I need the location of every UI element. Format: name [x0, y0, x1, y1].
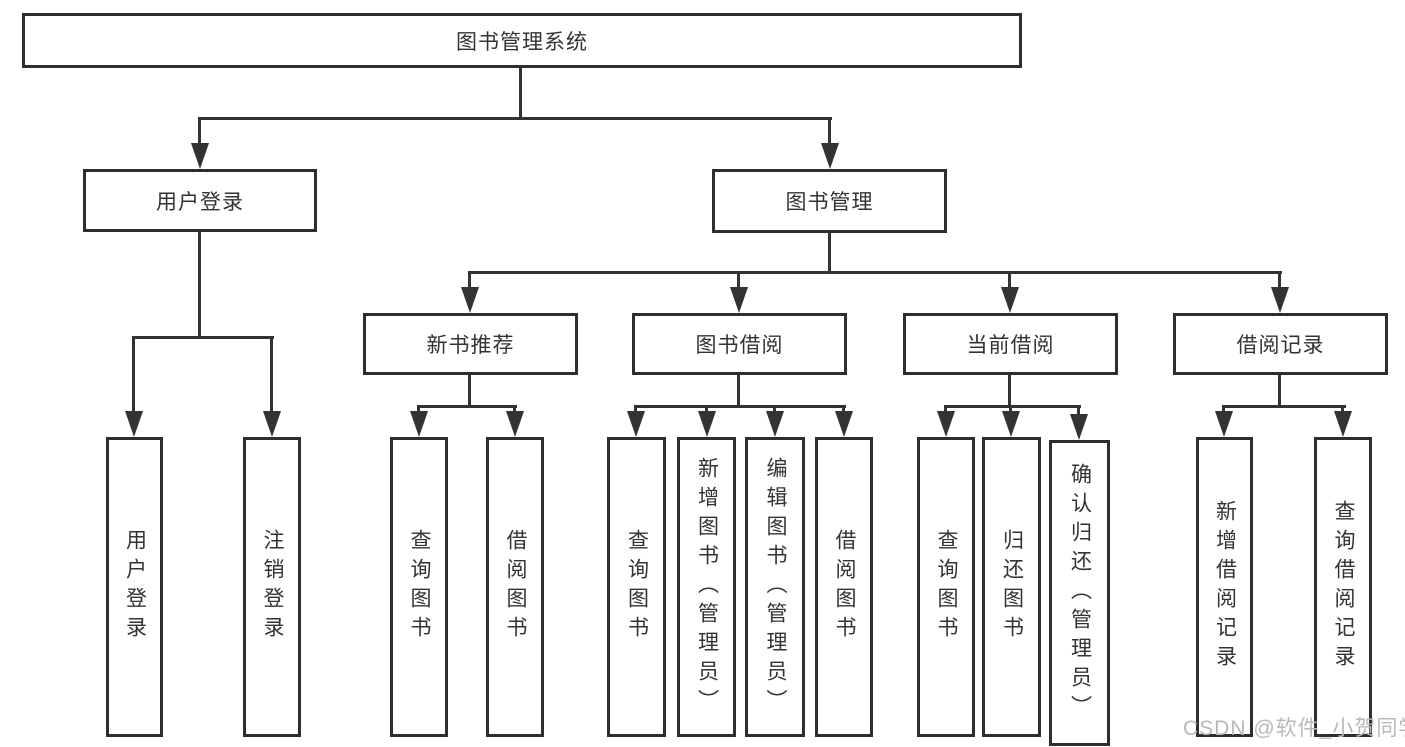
leaf-query-books-borrowing: 查询图书: [607, 437, 666, 737]
arrowhead: [937, 411, 955, 437]
connector-line: [468, 375, 471, 407]
leaf-return-books: 归还图书: [982, 437, 1041, 737]
node-book-borrowing: 图书借阅: [632, 313, 847, 375]
connector-line: [468, 271, 1282, 274]
leaf-query-books-recommend: 查询图书: [390, 437, 448, 737]
connector-line: [842, 405, 845, 415]
connector-line: [417, 405, 517, 408]
leaf-query-borrow-record: 查询借阅记录: [1314, 437, 1372, 737]
node-borrowing-records-label: 借阅记录: [1236, 334, 1325, 357]
arrowhead: [1001, 287, 1019, 313]
connector-line: [1278, 271, 1281, 291]
leaf-borrow-books-recommend-label: 借阅图书: [504, 529, 527, 645]
connector-line: [737, 375, 740, 407]
connector-line: [1008, 375, 1011, 407]
arrowhead: [730, 287, 748, 313]
connector-line: [1009, 405, 1012, 415]
arrowhead: [698, 411, 716, 437]
arrowhead: [410, 411, 428, 437]
connector-line: [944, 405, 947, 415]
node-borrowing-records: 借阅记录: [1173, 313, 1388, 375]
leaf-edit-books-admin-label: 编辑图书（管理员）: [764, 456, 787, 718]
node-book-management: 图书管理: [712, 169, 947, 233]
node-root: 图书管理系统: [22, 13, 1022, 68]
node-book-borrowing-label: 图书借阅: [695, 334, 784, 357]
connector-line: [1341, 405, 1344, 415]
leaf-user-login: 用户登录: [106, 437, 163, 737]
connector-line: [705, 405, 708, 415]
node-new-book-recommendation-label: 新书推荐: [426, 334, 515, 357]
connector-line: [1077, 405, 1080, 417]
arrowhead: [461, 287, 479, 313]
connector-line: [1008, 271, 1011, 291]
leaf-logout-label: 注销登录: [261, 529, 284, 645]
connector-line: [417, 405, 420, 415]
arrowhead: [1070, 414, 1088, 440]
node-current-borrowing: 当前借阅: [903, 313, 1118, 375]
leaf-query-borrow-record-label: 查询借阅记录: [1332, 500, 1355, 674]
leaf-add-books-admin: 新增图书（管理员）: [677, 437, 736, 737]
arrowhead: [506, 411, 524, 437]
connector-line: [132, 336, 135, 414]
node-new-book-recommendation: 新书推荐: [363, 313, 578, 375]
connector-line: [270, 336, 273, 414]
node-user-login-label: 用户登录: [156, 190, 244, 214]
connector-line: [132, 336, 274, 339]
connector-line: [634, 405, 846, 408]
arrowhead: [191, 143, 209, 169]
leaf-query-books-recommend-label: 查询图书: [408, 529, 431, 645]
arrowhead: [1271, 287, 1289, 313]
connector-line: [468, 271, 471, 291]
leaf-user-login-label: 用户登录: [123, 529, 147, 645]
watermark: CSDN @软件_小贺同学: [1183, 717, 1405, 740]
leaf-query-books-current-label: 查询图书: [935, 529, 958, 645]
leaf-query-books-current: 查询图书: [917, 437, 975, 737]
arrowhead: [1334, 411, 1352, 437]
connector-line: [1222, 405, 1346, 408]
leaf-add-borrow-record: 新增借阅记录: [1196, 437, 1253, 737]
connector-line: [1278, 375, 1281, 407]
node-book-management-label: 图书管理: [785, 191, 874, 214]
connector-line: [634, 405, 637, 415]
connector-line: [513, 405, 516, 415]
connector-line: [773, 405, 776, 415]
connector-line: [1222, 405, 1225, 415]
leaf-borrow-books-borrowing-label: 借阅图书: [833, 529, 856, 645]
connector-line: [198, 117, 832, 120]
leaf-borrow-books-recommend: 借阅图书: [486, 437, 544, 737]
node-current-borrowing-label: 当前借阅: [966, 334, 1055, 357]
leaf-confirm-return-admin: 确认归还（管理员）: [1049, 440, 1110, 746]
arrowhead: [1002, 411, 1020, 437]
leaf-add-books-admin-label: 新增图书（管理员）: [695, 456, 719, 718]
arrowhead: [835, 411, 853, 437]
node-user-login: 用户登录: [83, 169, 317, 232]
arrowhead: [1215, 411, 1233, 437]
connector-line: [944, 405, 1081, 408]
arrowhead: [125, 411, 143, 437]
arrowhead: [821, 143, 839, 169]
connector-line: [737, 271, 740, 291]
leaf-return-books-label: 归还图书: [1000, 529, 1024, 645]
leaf-logout: 注销登录: [243, 437, 301, 737]
node-root-label: 图书管理系统: [456, 30, 588, 54]
leaf-edit-books-admin: 编辑图书（管理员）: [745, 437, 805, 737]
connector-line: [198, 117, 201, 147]
leaf-borrow-books-borrowing: 借阅图书: [815, 437, 873, 737]
arrowhead: [766, 411, 784, 437]
arrowhead: [627, 411, 645, 437]
connector-line: [519, 68, 522, 118]
connector-line: [828, 233, 831, 273]
connector-line: [198, 232, 201, 338]
leaf-query-books-borrowing-label: 查询图书: [625, 529, 649, 645]
leaf-confirm-return-admin-label: 确认归还（管理员）: [1068, 462, 1092, 724]
connector-line: [828, 117, 831, 147]
leaf-add-borrow-record-label: 新增借阅记录: [1213, 500, 1237, 674]
arrowhead: [263, 411, 281, 437]
